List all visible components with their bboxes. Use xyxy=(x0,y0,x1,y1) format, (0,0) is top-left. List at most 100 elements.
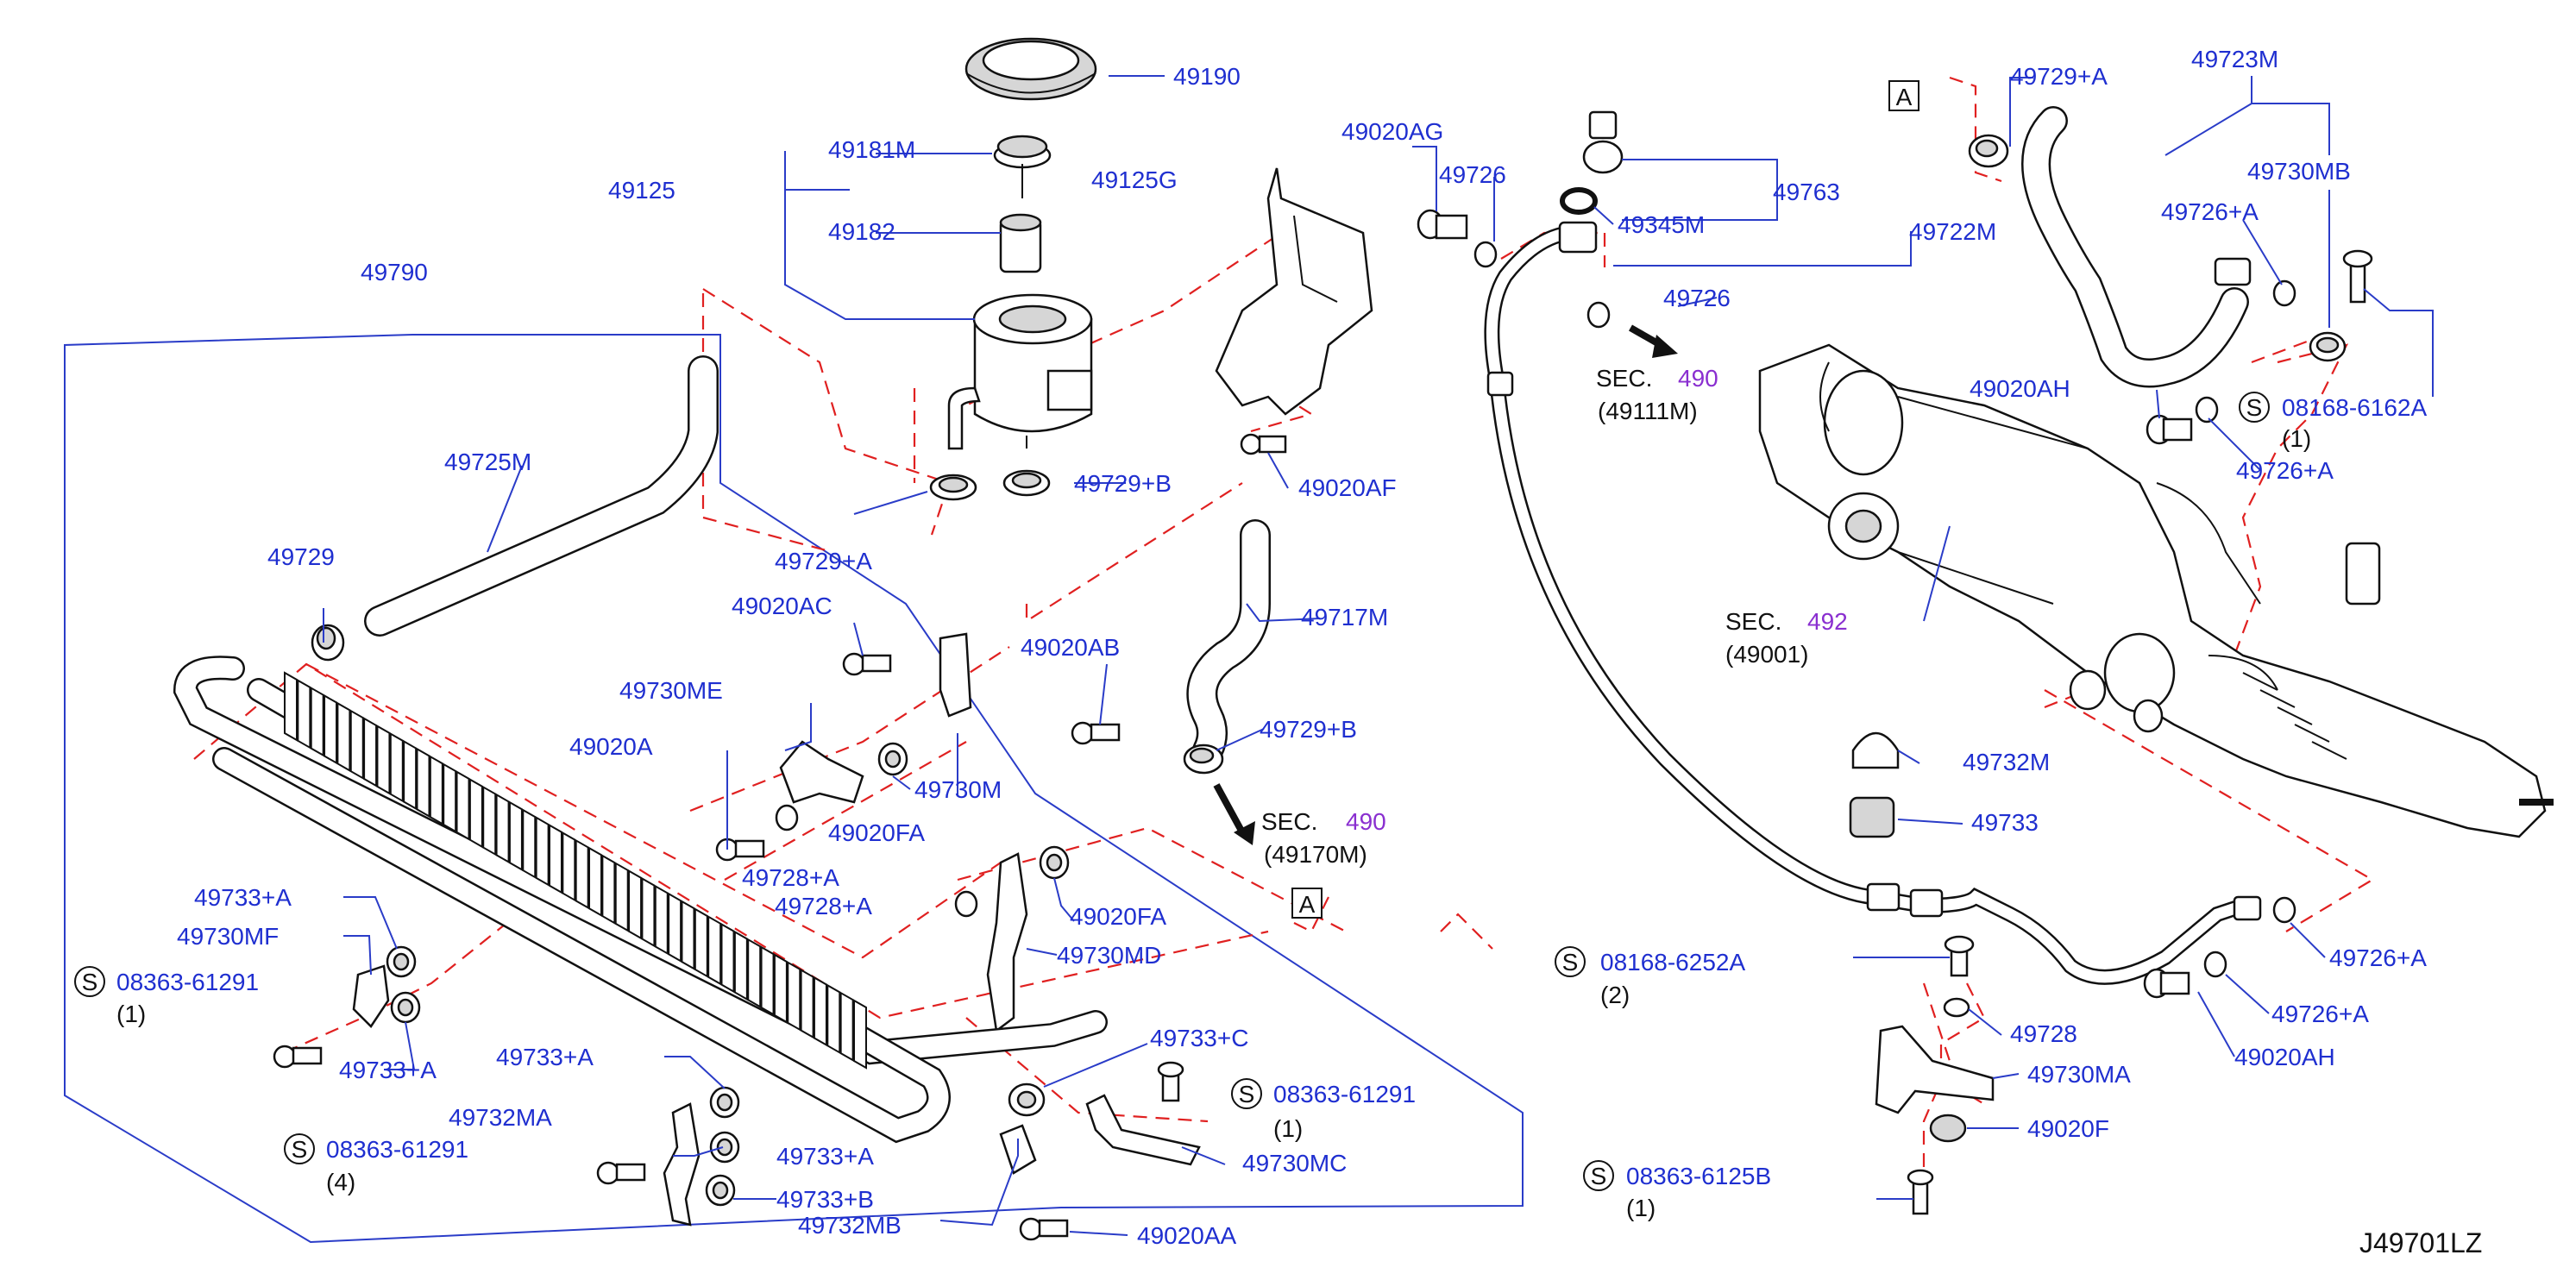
sec-ref-492: SEC. 492 (49001) xyxy=(1725,608,1848,668)
label-49726A-4: 49726+A xyxy=(2271,1001,2369,1027)
cooler-fin xyxy=(548,824,562,894)
s-marker-5: S xyxy=(1591,1163,1607,1189)
bolt-08168-2-qty: (2) xyxy=(1600,982,1630,1008)
sec490-b-number: 490 xyxy=(1346,808,1386,835)
label-49733A-3: 49733+A xyxy=(496,1044,594,1070)
bracket-49730MC xyxy=(1085,1094,1201,1166)
sec490-a-number: 490 xyxy=(1678,365,1718,392)
label-49729: 49729 xyxy=(267,543,335,570)
sec490-a-label: SEC. xyxy=(1596,365,1652,392)
clamp-49729B-top xyxy=(1002,469,1051,497)
steering-gear-492 xyxy=(1758,343,2554,838)
cooler-fin xyxy=(535,816,550,887)
cooler-fin xyxy=(668,892,682,963)
cooler-fin xyxy=(760,945,775,1016)
oring-49345M xyxy=(1560,187,1598,215)
label-49733C: 49733+C xyxy=(1150,1025,1248,1051)
cooler-fin xyxy=(310,686,324,757)
bolt-49020AC xyxy=(842,652,892,676)
bolt-08168-2-number: 08168-6252A xyxy=(1600,949,1745,976)
cooler-fin xyxy=(707,915,722,986)
grommet-49733A-3 xyxy=(709,1086,740,1119)
cooler-fin xyxy=(363,717,378,787)
hose-49723M xyxy=(2021,106,2249,388)
label-49729B-top: 49729+B xyxy=(1074,470,1172,497)
cooler-fin xyxy=(508,800,523,871)
cooler-fin xyxy=(747,938,762,1009)
s-marker-4: S xyxy=(1562,949,1579,976)
cooler-fin xyxy=(628,869,643,940)
cooler-fin xyxy=(416,747,430,819)
grommet-49020F xyxy=(1929,1114,1967,1143)
label-49730MB: 49730MB xyxy=(2247,158,2351,185)
fitting-49020AH-2 xyxy=(2143,968,2190,999)
cooler-fin xyxy=(443,762,457,833)
label-49730MF: 49730MF xyxy=(177,923,279,950)
bracket-49730ME xyxy=(779,740,864,804)
label-49125G: 49125G xyxy=(1091,166,1178,193)
washer-49728A-2 xyxy=(954,890,978,918)
label-49020AB: 49020AB xyxy=(1021,634,1120,661)
cooler-fin xyxy=(403,739,418,811)
label-49726A-1: 49726+A xyxy=(2161,198,2259,225)
clamp-49732M xyxy=(1851,731,1900,769)
cooler-fin xyxy=(562,831,576,902)
sec490-b-code: (49170M) xyxy=(1264,841,1367,868)
label-49733A-2: 49733+A xyxy=(339,1057,437,1083)
label-49345M: 49345M xyxy=(1618,211,1705,238)
label-49763: 49763 xyxy=(1773,179,1840,205)
cooler-fin xyxy=(284,671,298,742)
reservoir-cap-49190 xyxy=(964,37,1097,101)
label-49020AA: 49020AA xyxy=(1137,1222,1237,1249)
cooler-fin xyxy=(468,777,483,849)
cooler-fin xyxy=(588,846,603,917)
label-49020F: 49020F xyxy=(2027,1115,2109,1142)
label-49730MD: 49730MD xyxy=(1057,942,1161,969)
label-49181M: 49181M xyxy=(828,136,915,163)
bracket-49730M xyxy=(939,632,972,718)
pressure-hose-49722M xyxy=(1484,221,2262,985)
label-49020AH-2: 49020AH xyxy=(2234,1044,2335,1070)
label-49020FA-2: 49020FA xyxy=(1070,903,1166,930)
label-49733B: 49733+B xyxy=(776,1186,874,1213)
cooler-fin xyxy=(641,876,656,948)
arrow-sec490-a xyxy=(1629,324,1678,358)
cooler-fin xyxy=(654,884,669,956)
s-marker-2: S xyxy=(292,1136,308,1163)
cooler-fin xyxy=(482,785,497,856)
bracket-49730MA xyxy=(1875,1025,1995,1114)
bolt-08168-1-number: 08168-6162A xyxy=(2282,394,2427,421)
label-49726-a: 49726 xyxy=(1439,161,1506,188)
label-49732MA: 49732MA xyxy=(449,1104,552,1131)
cooler-fins xyxy=(284,671,867,1070)
grommet-49733C xyxy=(1008,1082,1046,1117)
cooler-fin xyxy=(813,976,827,1047)
ref-box-A-right: A xyxy=(1888,80,1919,111)
label-49790: 49790 xyxy=(361,259,428,285)
group-outline-49790 xyxy=(64,334,1524,1244)
bolt-08168-2 xyxy=(1944,935,1975,977)
grommet-49020FA-2 xyxy=(1039,845,1070,880)
bolt-49020AB xyxy=(1071,721,1121,745)
cooler-fin xyxy=(787,961,801,1032)
label-49020A: 49020A xyxy=(569,733,653,760)
fitting-49726A-1 xyxy=(2214,257,2296,307)
switch-49763 xyxy=(1582,110,1624,174)
bolt-08363-4-qty: (4) xyxy=(326,1169,355,1195)
cooler-fin xyxy=(495,793,510,864)
reservoir-body-49125 xyxy=(947,293,1093,450)
cooler-fin xyxy=(773,953,788,1024)
sec-ref-490-b: SEC. 490 (49170M) xyxy=(1261,808,1386,868)
part-labels: 49190 49181M 49125 49182 49125G 49790 49… xyxy=(177,46,2427,1249)
cooler-fin xyxy=(575,838,589,910)
s-marker-3: S xyxy=(1239,1081,1255,1107)
clamp-49729A-right xyxy=(1968,134,2009,168)
washer-49726-a xyxy=(1473,241,1498,268)
clamp-49729 xyxy=(311,624,345,662)
fitting-49020AG xyxy=(1417,209,1468,240)
clamp-49729B-mid xyxy=(1183,744,1224,775)
label-49733A-4: 49733+A xyxy=(776,1143,874,1170)
hose-49717M xyxy=(1186,519,1271,766)
cooler-fin xyxy=(601,854,616,925)
bolt-08363-1-number: 08363-61291 xyxy=(116,969,259,995)
